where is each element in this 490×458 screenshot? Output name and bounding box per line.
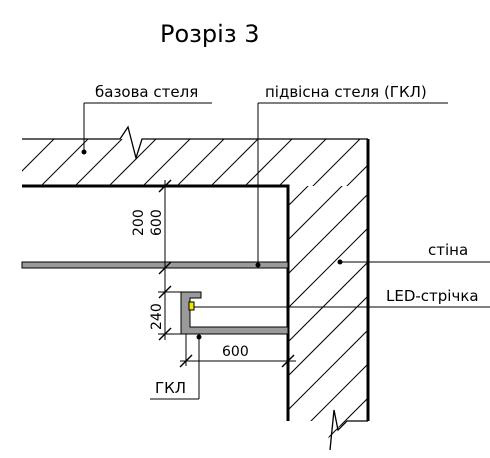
wall-hatch [288, 180, 490, 455]
hatch-line [288, 186, 368, 450]
hatch-line [308, 129, 368, 186]
dimension-200: 200 [131, 209, 147, 236]
led-strip-label: LED-стрічка [386, 287, 479, 305]
suspended-ceiling-label: підвісна стеля (ГКЛ) [265, 83, 427, 101]
hatch-line [240, 129, 307, 186]
hatch-line [379, 180, 490, 455]
hatch-line [310, 186, 368, 450]
base-ceiling-label: базова стеля [95, 83, 198, 101]
label-led-strip: LED-стрічка [194, 287, 490, 308]
dimension-600-horizontal: 600 [222, 344, 249, 360]
hatch-line [288, 186, 349, 450]
hatch-line [288, 186, 368, 450]
hatch-line [138, 129, 205, 186]
label-wall: стіна [337, 241, 490, 265]
wall-label: стіна [428, 241, 468, 259]
dimension-600-vertical: 600 [149, 209, 165, 236]
hatch-line [104, 129, 171, 186]
hatch-line [172, 129, 239, 186]
gkl-label: ГКЛ [155, 379, 186, 397]
hatch-line [377, 125, 442, 190]
suspended-ceiling-board [21, 261, 289, 269]
hatch-line [70, 129, 137, 186]
hatch-line [22, 129, 35, 186]
label-base-ceiling: базова стеля [81, 83, 212, 155]
hatch-line [22, 129, 69, 186]
base-ceiling-slab [22, 125, 442, 421]
gkl-cove-profile [180, 291, 289, 335]
label-gkl: ГКЛ [150, 334, 202, 400]
dimension-240: 240 [149, 303, 165, 330]
hatch-line [36, 129, 103, 186]
dimension-horizontal: 600 [179, 334, 296, 368]
hatch-line [288, 186, 368, 450]
hatch-line [288, 186, 368, 450]
dimension-vertical-lower: 240 [149, 268, 181, 341]
hatch-line [288, 186, 315, 450]
hatch-line [206, 129, 273, 186]
section-title: Розріз 3 [160, 20, 259, 48]
dimension-vertical-upper: 200 600 [131, 179, 172, 275]
hatch-line [342, 129, 368, 186]
hatch-line [274, 129, 341, 186]
label-suspended-ceiling: підвісна стеля (ГКЛ) [255, 83, 448, 268]
wall-body [288, 139, 490, 455]
slab-hatch [22, 125, 442, 190]
hatch-line [288, 186, 368, 450]
led-strip-marker [188, 301, 195, 311]
